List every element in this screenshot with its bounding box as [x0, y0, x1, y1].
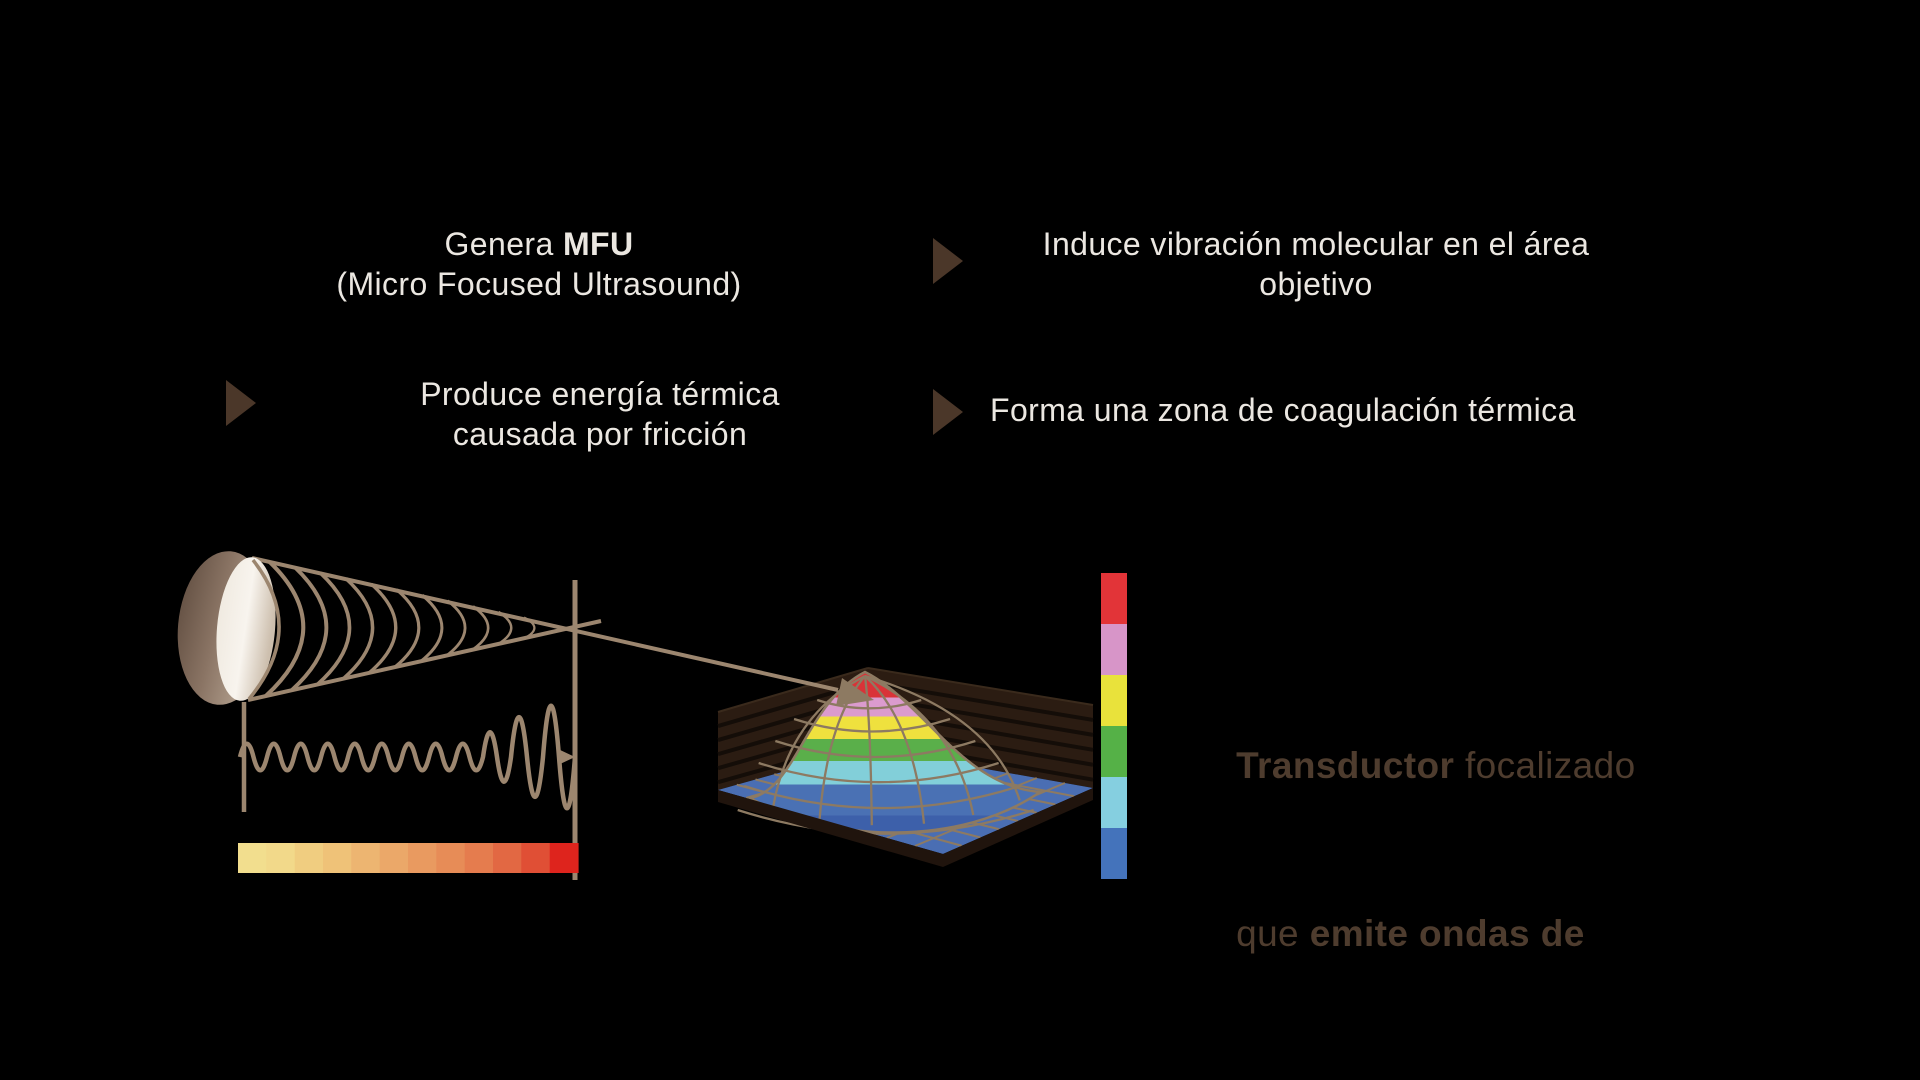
step-genera-mfu: Genera MFU (Micro Focused Ultrasound) — [219, 224, 859, 304]
heat-gradient-bar — [238, 843, 579, 873]
caption-regular: que — [1236, 913, 1310, 954]
step-induce-vibracion: Induce vibración molecular en el área ob… — [986, 224, 1646, 304]
step-produce-line2: causada por fricción — [452, 416, 748, 452]
transducer-caption: Transductor focalizado que emite ondas d… — [1172, 682, 1732, 1080]
step-genera-text: Genera — [444, 226, 563, 262]
caption-bold: emite ondas de — [1309, 913, 1585, 954]
triangle-bullet-icon — [933, 238, 963, 284]
waveform-plot — [237, 580, 578, 880]
ultrasound-cone — [247, 556, 839, 702]
triangle-bullet-icon — [933, 389, 963, 435]
transducer-icon — [177, 551, 281, 705]
step-forma-text: Forma una zona de coagulación térmica — [990, 392, 1576, 428]
step-forma-zona: Forma una zona de coagulación térmica — [990, 390, 1690, 430]
focal-zone-plot — [717, 667, 1094, 867]
energy-colorbar — [1101, 573, 1127, 879]
step-genera-bold: MFU — [562, 226, 634, 262]
step-induce-line1: Induce vibración molecular en el área — [1042, 226, 1590, 262]
step-induce-line2: objetivo — [1259, 266, 1373, 302]
step-produce-line1: Produce energía térmica — [420, 376, 780, 412]
wave-arrow-icon — [558, 749, 575, 765]
step-genera-line2: (Micro Focused Ultrasound) — [336, 266, 742, 302]
focus-arrow-icon — [836, 678, 874, 706]
caption-bold: Transductor — [1236, 745, 1455, 786]
triangle-bullet-icon — [226, 380, 256, 426]
caption-regular: focalizado — [1454, 745, 1636, 786]
step-produce-energia: Produce energía térmica causada por fric… — [290, 374, 910, 454]
